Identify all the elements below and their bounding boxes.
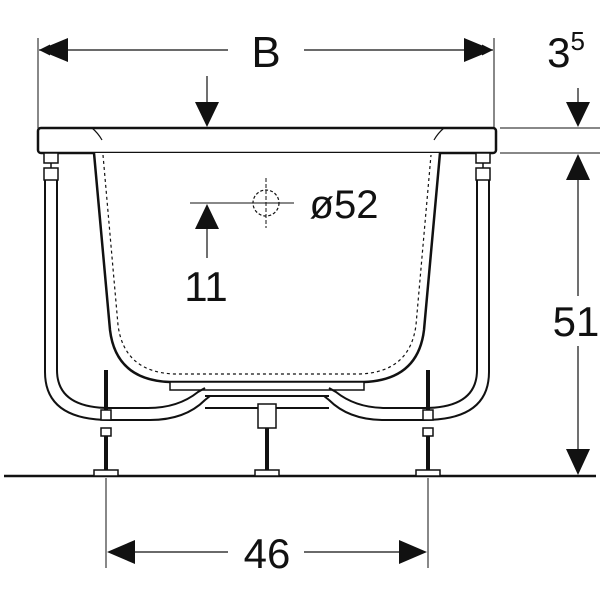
rim-top-indicator	[195, 76, 219, 127]
dimension-arrow-height-top	[566, 154, 590, 180]
dimension-label-outlet-height: 11	[184, 263, 228, 310]
rim-thickness-superscript: 5	[570, 26, 584, 56]
dimension-arrow-b-left	[39, 38, 68, 62]
foot-left	[93, 370, 119, 477]
drain-outlet-symbol: ø52	[190, 178, 378, 228]
dimension-label-rim-thickness: 35	[547, 26, 585, 76]
dimension-outlet-height: 11	[184, 204, 228, 310]
frame-connector-right	[475, 152, 491, 181]
dimension-arrow-rim-top	[566, 102, 590, 127]
dimension-arrow-height-bottom	[566, 449, 590, 475]
bathtub-base-plate	[169, 381, 365, 391]
dimension-arrow-leg-right	[399, 540, 427, 564]
dimension-arrow-outlet	[195, 204, 219, 229]
dimension-rim-thickness: 35	[500, 26, 600, 154]
dimension-arrow-leg-left	[107, 540, 135, 564]
foot-center	[254, 403, 280, 477]
frame-connector-left	[43, 152, 59, 181]
dimension-label-height: 51	[553, 298, 600, 345]
bathtub-body	[92, 152, 442, 384]
foot-right	[415, 370, 441, 477]
bathtub-inner-dashed	[102, 154, 432, 375]
rim-inner-edge	[91, 127, 445, 141]
rim-thickness-main: 3	[547, 29, 570, 76]
dimension-label-b: B	[251, 28, 280, 77]
dimension-height: 51	[548, 154, 600, 475]
dimension-label-outlet-diameter: ø52	[310, 183, 379, 227]
dimension-leg-spacing: 46	[105, 478, 429, 577]
dimension-arrow-b-right	[464, 38, 493, 62]
bathtub-rim	[36, 126, 498, 155]
dimension-label-leg-spacing: 46	[244, 530, 291, 577]
dimension-b: B	[37, 28, 495, 130]
